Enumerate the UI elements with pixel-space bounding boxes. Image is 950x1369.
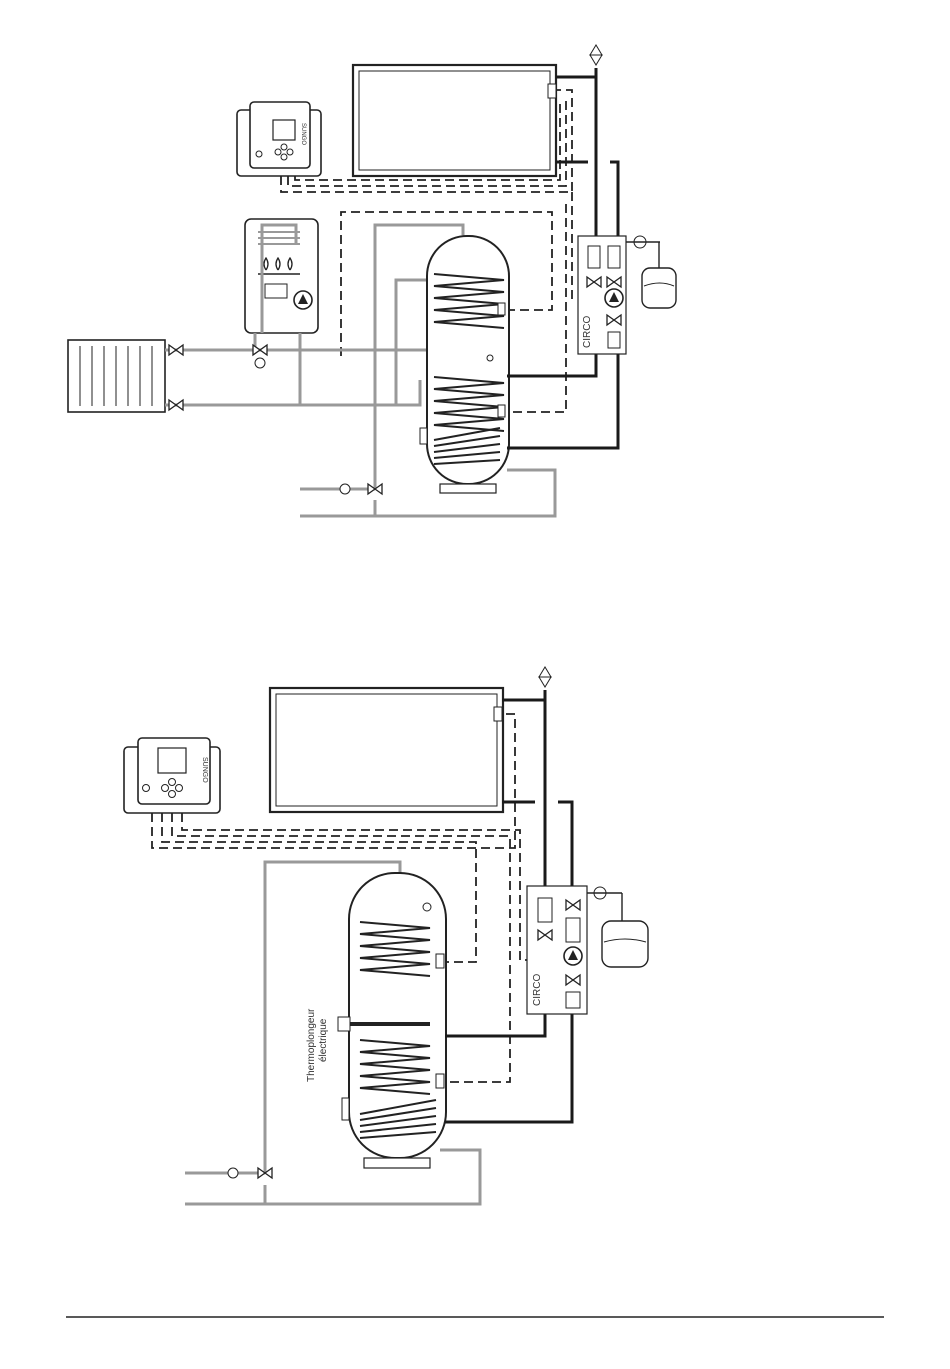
pressure-gauge-icon: [626, 236, 660, 248]
boiler-icon: [245, 219, 318, 333]
bottom-diagram: SUNGO: [124, 667, 648, 1204]
storage-tank-icon: [338, 873, 446, 1168]
controller-icon: SUNGO: [237, 102, 321, 176]
top-diagram: SUNGO: [68, 45, 676, 516]
circo-station: CIRCO: [578, 236, 626, 354]
air-vent-icon: [539, 667, 551, 687]
controller-brand-label: SUNGO: [300, 123, 306, 145]
circo-station: CIRCO: [527, 886, 587, 1014]
solar-collector-icon: [353, 65, 556, 176]
circo-label: CIRCO: [582, 316, 593, 348]
controller-icon: SUNGO: [124, 738, 220, 813]
controller-brand-label: SUNGO: [201, 757, 208, 783]
heater-label-line2: électrique: [318, 1018, 329, 1062]
heater-label-line1: Thermoplongeur: [306, 1008, 317, 1082]
diverter-valve-icon: [253, 345, 267, 368]
air-vent-icon: [590, 45, 602, 65]
radiator-icon: [68, 340, 165, 412]
solar-collector-icon: [270, 688, 503, 812]
expansion-vessel-icon: [642, 242, 676, 308]
pressure-gauge-icon: [587, 887, 622, 899]
circo-label: CIRCO: [532, 974, 543, 1006]
storage-tank-icon: [420, 236, 509, 493]
expansion-vessel-icon: [602, 893, 648, 967]
